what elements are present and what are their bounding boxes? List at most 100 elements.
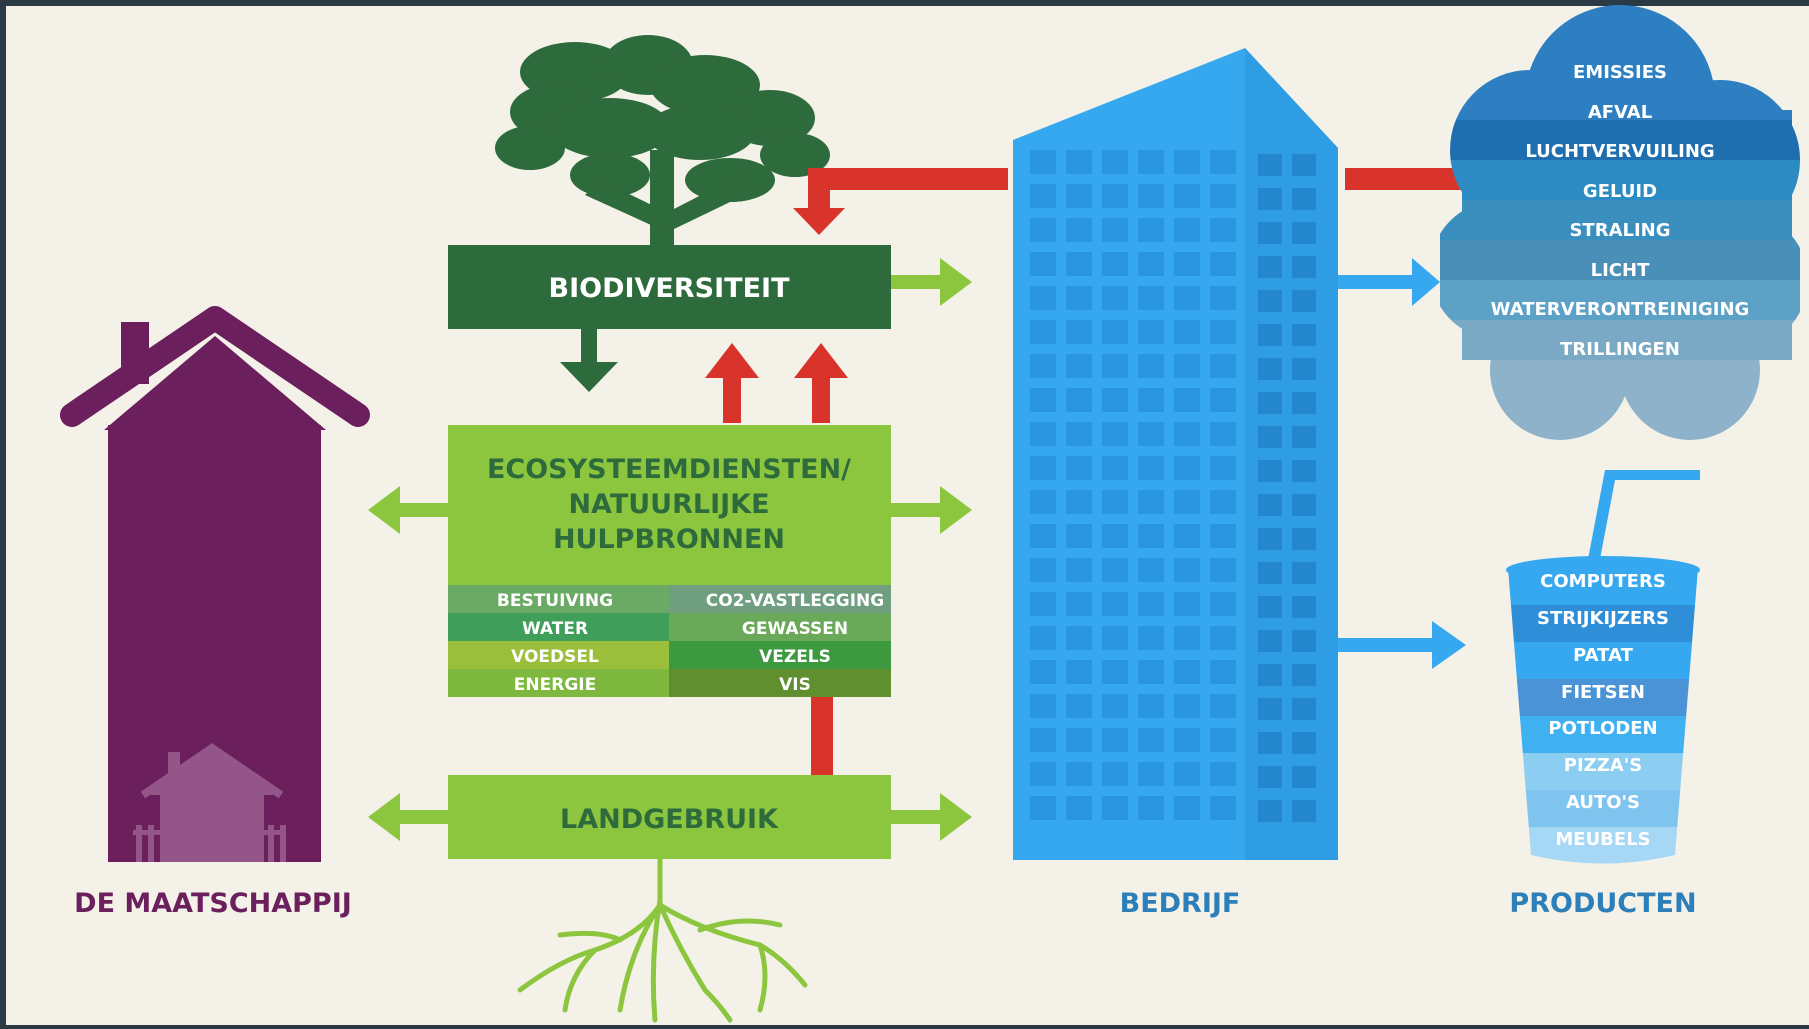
window [1138,694,1164,718]
window [1210,626,1236,650]
society-label: DE MAATSCHAPPIJ [74,888,352,919]
window [1174,592,1200,616]
red-arrows [705,168,1485,775]
service-label: WATER [522,619,588,639]
building-icon [1013,48,1338,860]
window [1258,392,1282,414]
window [1210,762,1236,786]
window [1138,626,1164,650]
window [1138,762,1164,786]
services-grid: BESTUIVING CO2-VASTLEGGING WATER GEWASSE… [448,585,891,697]
window [1174,150,1200,174]
window [1066,490,1092,514]
window [1292,494,1316,516]
window [1030,558,1056,582]
window [1258,290,1282,312]
window [1138,456,1164,480]
window [1138,422,1164,446]
window [1066,456,1092,480]
window [1174,728,1200,752]
window [1258,494,1282,516]
emission-item: TRILLINGEN [1560,339,1680,360]
building-windows [1030,150,1316,822]
service-cell [448,585,669,613]
window [1292,528,1316,550]
window [1102,354,1128,378]
window [1174,626,1200,650]
emission-item: AFVAL [1588,102,1652,123]
product-item: PIZZA'S [1564,755,1642,776]
window [1102,694,1128,718]
emission-item: STRALING [1569,220,1670,241]
window [1258,664,1282,686]
window [1066,796,1092,820]
window [1174,456,1200,480]
window [1292,392,1316,414]
window [1066,728,1092,752]
window [1138,592,1164,616]
window [1030,422,1056,446]
window [1210,660,1236,684]
window [1174,660,1200,684]
window [1066,422,1092,446]
window [1210,320,1236,344]
window [1174,286,1200,310]
emission-item: LICHT [1591,260,1650,281]
window [1210,184,1236,208]
window [1102,626,1128,650]
service-label: VEZELS [759,647,831,667]
window [1066,694,1092,718]
window [1138,286,1164,310]
service-cell [669,641,891,669]
service-label: VIS [779,675,811,695]
window [1292,222,1316,244]
ecosystem-title-line1: ECOSYSTEEMDIENSTEN/ [487,454,851,485]
window [1174,218,1200,242]
window [1066,524,1092,548]
window [1066,286,1092,310]
window [1292,256,1316,278]
window [1138,558,1164,582]
window [1102,184,1128,208]
window [1138,218,1164,242]
window [1210,456,1236,480]
window [1258,698,1282,720]
emission-item: WATERVERONTREINIGING [1491,299,1750,320]
window [1138,150,1164,174]
window [1102,252,1128,276]
window [1292,630,1316,652]
service-label: ENERGIE [514,675,596,695]
window [1138,796,1164,820]
window [1066,354,1092,378]
window [1210,490,1236,514]
roots-icon [517,852,808,1023]
window [1066,558,1092,582]
window [1292,596,1316,618]
product-item: COMPUTERS [1540,571,1666,592]
window [1292,290,1316,312]
window [1258,358,1282,380]
window [1258,460,1282,482]
window [1292,324,1316,346]
window [1030,252,1056,276]
house-icon [60,306,370,862]
window [1138,388,1164,412]
window [1030,524,1056,548]
window [1066,184,1092,208]
window [1138,252,1164,276]
service-cell [669,669,891,697]
product-item: STRIJKIJZERS [1537,608,1669,629]
window [1174,354,1200,378]
product-item: PATAT [1573,645,1633,666]
window [1210,354,1236,378]
products-label: PRODUCTEN [1509,888,1696,919]
window [1174,320,1200,344]
window [1066,252,1092,276]
window [1174,388,1200,412]
window [1174,762,1200,786]
window [1292,358,1316,380]
window [1292,664,1316,686]
window [1102,456,1128,480]
